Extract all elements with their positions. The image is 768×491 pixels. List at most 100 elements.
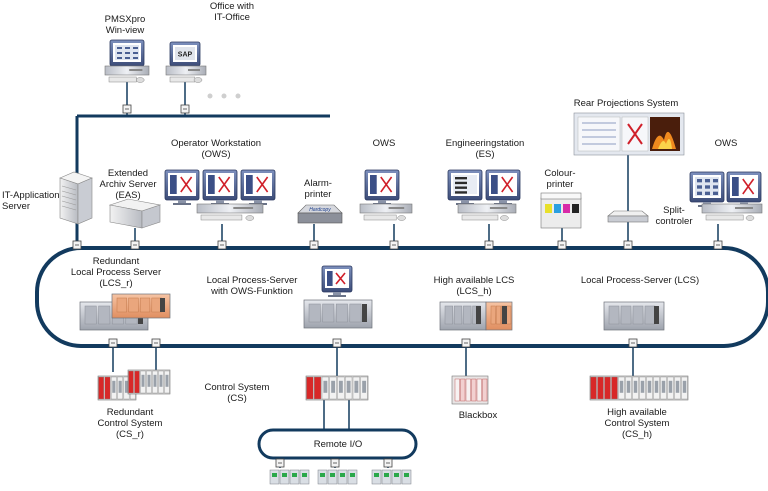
network-connector bbox=[108, 338, 118, 348]
it-app-server-label: IT-Application bbox=[2, 190, 60, 201]
alarm-printer-label: printer bbox=[305, 189, 332, 200]
network-connector bbox=[122, 104, 132, 114]
ha-cs-label: (CS_h) bbox=[622, 429, 652, 440]
redundant-cs-rack-2 bbox=[127, 369, 171, 395]
main-ring-bus bbox=[35, 246, 768, 348]
remote-io-module bbox=[371, 469, 412, 485]
remote-io-module bbox=[317, 469, 358, 485]
network-connector bbox=[383, 458, 393, 468]
split-controller bbox=[607, 210, 649, 223]
pmsxpro-monitor bbox=[109, 39, 145, 71]
es-label: (ES) bbox=[476, 149, 495, 160]
eas-label: Extended bbox=[108, 168, 148, 179]
ows-monitor-1 bbox=[164, 169, 200, 205]
network-connector bbox=[628, 338, 638, 348]
remote-io-label: Remote I/O bbox=[314, 439, 363, 450]
redundant-cs-label: Redundant bbox=[107, 407, 154, 418]
ha-lcs-label: (LCS_h) bbox=[456, 286, 491, 297]
ha-cs-label: High available bbox=[607, 407, 667, 418]
redundant-lcs-server-2 bbox=[111, 293, 171, 319]
network-connector bbox=[180, 104, 190, 114]
network-connector bbox=[309, 240, 319, 250]
redundant-lps-label: Redundant bbox=[93, 256, 140, 267]
network-connector bbox=[217, 240, 227, 250]
lps-lcs-label: Local Process-Server (LCS) bbox=[581, 275, 699, 286]
ows-right-monitor-1 bbox=[689, 171, 725, 207]
it-app-server-label: Server bbox=[2, 201, 30, 212]
colour-printer-label: printer bbox=[547, 179, 574, 190]
control-system-label: (CS) bbox=[227, 393, 247, 404]
ellipsis-dots bbox=[207, 93, 241, 99]
svg-text:SAP: SAP bbox=[178, 52, 193, 59]
lcs-server bbox=[603, 301, 665, 331]
network-connector bbox=[623, 240, 633, 250]
pmsxpro-label: PMSXpro bbox=[105, 14, 146, 25]
es-label: Engineeringstation bbox=[446, 138, 525, 149]
colour-printer bbox=[540, 192, 582, 229]
network-connector bbox=[130, 240, 140, 250]
network-connector bbox=[713, 240, 723, 250]
alarm-printer-label: Alarm- bbox=[304, 178, 332, 189]
network-connector bbox=[275, 458, 285, 468]
ha-cs-rack bbox=[589, 375, 689, 401]
ows-monitor-3 bbox=[240, 169, 276, 205]
network-connector bbox=[151, 338, 161, 348]
ha-cs-label: Control System bbox=[605, 418, 670, 429]
network-connector bbox=[389, 240, 399, 250]
lps-ows-label: with OWS-Funktion bbox=[210, 286, 293, 297]
office-label: IT-Office bbox=[214, 12, 250, 23]
ows-right-workstation-case bbox=[701, 203, 763, 221]
rear-projection-wall bbox=[573, 112, 685, 156]
ows-center-label: OWS bbox=[373, 138, 396, 149]
ows-monitor-2 bbox=[202, 169, 238, 205]
blackbox-rack bbox=[451, 375, 489, 405]
es-workstation-case bbox=[457, 203, 517, 221]
split-controller-label: Split- bbox=[663, 205, 685, 216]
colour-printer-label: Colour- bbox=[544, 168, 575, 179]
alarm-printer: Hardcopy bbox=[297, 204, 343, 224]
office-label: Office with bbox=[210, 1, 254, 12]
eas-server bbox=[108, 198, 162, 229]
pmsxpro-label: Win-view bbox=[106, 25, 145, 36]
redundant-cs-label: Control System bbox=[98, 418, 163, 429]
eas-label: (EAS) bbox=[115, 190, 140, 201]
redundant-lps-label: (LCS_r) bbox=[99, 278, 132, 289]
network-connector bbox=[332, 338, 342, 348]
ows-right-monitor-2 bbox=[726, 171, 762, 207]
lps-ows-label: Local Process-Server bbox=[207, 275, 298, 286]
es-monitor-1 bbox=[447, 169, 483, 205]
split-controller-label: controler bbox=[656, 216, 693, 227]
redundant-lps-label: Local Process Server bbox=[71, 267, 161, 278]
ows-main-label: (OWS) bbox=[201, 149, 230, 160]
remote-io-module bbox=[269, 469, 310, 485]
network-connector bbox=[484, 240, 494, 250]
control-system-label: Control System bbox=[205, 382, 270, 393]
network-connector bbox=[461, 338, 471, 348]
ha-lcs-server-1 bbox=[439, 301, 487, 331]
remote-io-bus bbox=[257, 428, 418, 460]
office-monitor: SAP bbox=[169, 41, 201, 71]
ows-workstation-case bbox=[196, 203, 264, 221]
ows-center-workstation bbox=[359, 203, 413, 221]
ha-lcs-server-2 bbox=[485, 301, 513, 331]
cs-rack bbox=[305, 375, 369, 401]
network-connectors bbox=[72, 104, 723, 468]
network-connector bbox=[72, 240, 82, 250]
rear-projection-label: Rear Projections System bbox=[574, 98, 679, 109]
ha-lcs-label: High available LCS bbox=[434, 275, 515, 286]
redundant-cs-label: (CS_r) bbox=[116, 429, 144, 440]
ows-right-label: OWS bbox=[715, 138, 738, 149]
blackbox-label: Blackbox bbox=[459, 410, 498, 421]
es-monitor-2 bbox=[485, 169, 521, 205]
eas-label: Archiv Server bbox=[99, 179, 156, 190]
office-workstation bbox=[165, 65, 207, 83]
printer-brand-label: Hardcopy bbox=[309, 207, 331, 213]
lcs-ows-monitor bbox=[321, 265, 353, 297]
it-application-server bbox=[59, 171, 93, 225]
ows-main-label: Operator Workstation bbox=[171, 138, 261, 149]
network-connector bbox=[330, 458, 340, 468]
network-connector bbox=[557, 240, 567, 250]
lcs-ows-server bbox=[303, 299, 373, 329]
pmsxpro-workstation bbox=[104, 65, 150, 83]
